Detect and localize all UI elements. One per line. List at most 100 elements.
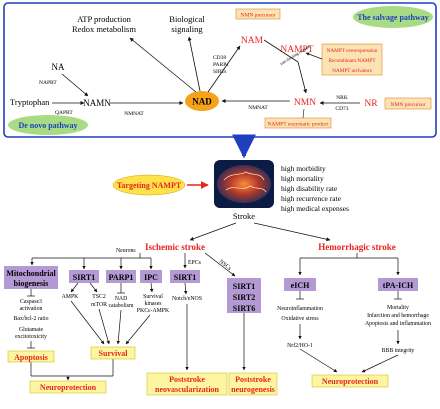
sirt1-neuron-box — [69, 270, 99, 283]
cd73-label: CD73 — [335, 106, 348, 112]
epcs-label: EPCs — [188, 260, 202, 266]
salvage-frame — [3, 2, 437, 138]
neurogenesis-label-1: Poststroke — [235, 375, 271, 384]
nmn-precursor-right-box — [384, 97, 432, 110]
ischemic-arrows — [27, 282, 246, 381]
neovascularization-box — [146, 372, 228, 396]
ischemic-neuroprotection-box — [29, 380, 107, 394]
glutamate-label: Glutamate — [19, 327, 44, 333]
neovascularization-label-2: neovascularization — [155, 385, 220, 394]
mito-label-1: Mitochondrial — [6, 269, 56, 278]
tryptophan-label: Tryptophan — [10, 97, 50, 107]
nrk-label: NRK — [336, 95, 348, 101]
sirt2-nsc-label: SIRT2 — [233, 293, 255, 302]
nr-label: NR — [364, 99, 378, 109]
caspase3-label: Caspase3 — [20, 299, 42, 305]
hemorrhagic-neuroprotection-label: Neuroprotection — [322, 377, 379, 386]
mitochondrial-biogenesis-box — [4, 266, 58, 289]
nad-label: NAD — [192, 97, 212, 107]
survival-box — [90, 346, 136, 360]
salvage-arrows — [52, 36, 360, 105]
infarction-label: Infarction and hemorrhage — [367, 312, 429, 319]
de-novo-pathway-title: De novo pathway — [18, 121, 77, 130]
apoptosis-box — [7, 350, 55, 363]
neurogenesis-label-2: neurogenesis — [231, 385, 275, 394]
neovascularization-label-1: Poststroke — [169, 375, 205, 384]
caspase-activation-label: activation — [20, 306, 43, 312]
nmnat-right-label: NMNAT — [248, 105, 268, 111]
mito-label-2: biogenesis — [14, 279, 49, 288]
ischemic-branch-lines — [30, 252, 236, 277]
survival-kinases-label-1: Survival — [143, 294, 163, 300]
atp-production-label: ATP production — [77, 14, 132, 24]
neuroinflammation-label: Neuroinflammation — [277, 305, 323, 312]
ampk-label: AMPK — [62, 294, 80, 300]
outcome-item: high morbidity — [281, 164, 326, 173]
ischemic-neuroprotection-label: Neuroprotection — [40, 383, 97, 392]
nmn-precursor-top-label: NMN precursor — [241, 13, 276, 19]
sirt-nsc-box — [227, 278, 261, 313]
qaprt-label: QAPRT — [55, 110, 73, 116]
targeting-nampt-label: Targeting NAMPT — [117, 181, 182, 190]
nad-catabolism-label-2: catabolism — [108, 303, 134, 309]
eich-label: eICH — [291, 281, 310, 290]
nmn-label: NMN — [294, 98, 316, 108]
booster-to-nampt-arrow — [305, 52, 323, 60]
tpa-ich-box — [378, 278, 418, 291]
neurogenesis-box — [228, 372, 278, 396]
naprt-label: NAPRT — [39, 80, 57, 86]
redox-metabolism-label: Redox metabolism — [72, 24, 136, 34]
nmnat-left-label: NMNAT — [124, 111, 144, 117]
brain-image — [214, 160, 274, 208]
sirt1-neuron-label: SIRT1 — [73, 273, 95, 282]
targeting-nampt-oval — [112, 174, 186, 196]
excitotoxicity-label: excitotoxicity — [15, 334, 47, 340]
recombinant-nampt-label: Recombinant NAMPT — [328, 58, 376, 64]
nmn-precursor-top-box — [235, 8, 281, 20]
nad-catabolism-label-1: NAD — [115, 296, 128, 302]
nad-oval — [185, 91, 219, 111]
neurons-label: Neurons — [116, 248, 136, 254]
na-label: NA — [52, 62, 65, 72]
hemorrhagic-branch-lines — [296, 253, 402, 373]
notch-enos-label: Notch/eNOS — [172, 296, 202, 302]
hemorrhagic-stroke-title: Hemorrhagic stroke — [318, 242, 396, 252]
bbb-integrity-label: BBB integrity — [382, 348, 415, 354]
sirt1-epc-label: SIRT1 — [174, 273, 196, 282]
outcome-item: high recurrence rate — [281, 194, 342, 203]
sirt1-nsc-label: SIRT1 — [233, 282, 255, 291]
nampt-overexpression-label: NAMPT overexpression — [327, 48, 378, 54]
sirts-label: SIRTs — [213, 69, 226, 75]
oxidative-stress-label: Oxidative stress — [281, 316, 319, 322]
mtor-label: mTOR — [91, 302, 107, 308]
nampt-overexpression-box — [321, 43, 383, 76]
stroke-to-hemorrhagic-arrow — [253, 222, 331, 242]
apoptosis-inflammation-label: Apoptosis and inflammation — [365, 320, 431, 327]
salvage-pathway-oval — [353, 6, 433, 28]
hemorrhagic-neuroprotection-box — [311, 374, 389, 388]
outcome-item: high disability rate — [281, 184, 338, 193]
parps-label: PARPs — [213, 62, 228, 68]
outcome-item: high medical expenses — [281, 204, 349, 213]
mortality-label: Mortality — [387, 305, 409, 311]
salvage-pathway-title: The salvage pathway — [357, 13, 429, 22]
ischemic-inhibition-lines — [27, 283, 125, 297]
ischemic-stroke-title: Ischemic stroke — [145, 242, 205, 252]
ipc-box — [140, 270, 162, 283]
pkc-ampk-label: PKCε-AMPK — [137, 308, 170, 314]
stroke-outcomes-list: high morbidity high mortality high disab… — [281, 164, 349, 213]
enzymatic-product-pointer — [302, 108, 305, 119]
stroke-to-ischemic-arrow — [189, 222, 237, 241]
nampt-activators-label: NAMPT activators — [332, 68, 372, 74]
nampt-label: NAMPT — [280, 45, 313, 55]
cd38-label: CD38 — [213, 55, 226, 61]
survival-label: Survival — [99, 349, 129, 358]
biological-signaling-label-2: signaling — [171, 24, 203, 34]
nam-label: NAM — [241, 36, 264, 46]
stroke-label: Stroke — [233, 211, 255, 221]
nampt-enzymatic-product-box — [264, 117, 332, 129]
ipc-label: IPC — [144, 273, 158, 282]
tsc2-label: TSC2 — [92, 294, 106, 300]
eich-box — [284, 278, 316, 291]
